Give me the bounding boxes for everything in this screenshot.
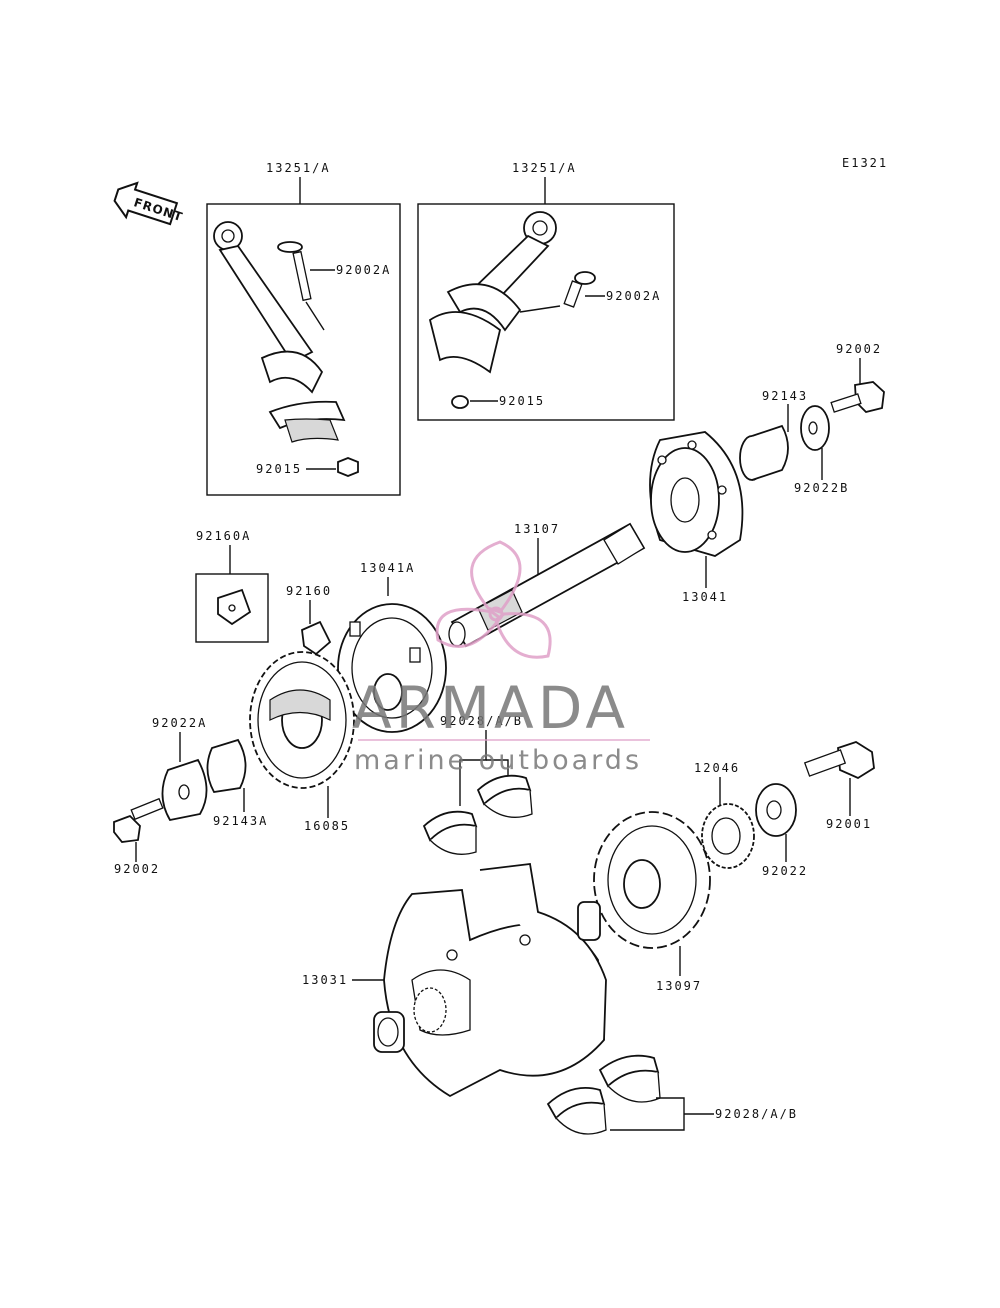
diagram-id: E1321 bbox=[842, 156, 888, 170]
collar-92143a bbox=[206, 738, 247, 793]
armada-watermark: ARMADA marine outboards bbox=[352, 540, 650, 776]
conrod-bolt-right bbox=[563, 271, 596, 308]
label-13031: 13031 bbox=[302, 973, 348, 987]
label-92143a: 92143A bbox=[213, 814, 268, 828]
connecting-rod-left bbox=[213, 221, 324, 394]
label-13097: 13097 bbox=[656, 979, 702, 993]
conrod-box-left bbox=[206, 203, 401, 496]
damper-92160a bbox=[217, 588, 252, 626]
label-92028ab-mid: 92028/A/B bbox=[440, 714, 523, 728]
bearing-shell-bottom-right bbox=[598, 1054, 661, 1103]
gear-12046 bbox=[701, 803, 755, 869]
label-92015-right: 92015 bbox=[499, 394, 545, 408]
bearing-shell-bottom-left bbox=[546, 1086, 607, 1135]
label-12046: 12046 bbox=[694, 761, 740, 775]
bolt-92001 bbox=[803, 741, 875, 780]
propeller-logo-icon bbox=[435, 540, 552, 659]
label-92022a: 92022A bbox=[152, 716, 207, 730]
washer-92022a bbox=[161, 758, 208, 822]
label-16085: 16085 bbox=[304, 819, 350, 833]
label-13107: 13107 bbox=[514, 522, 560, 536]
label-92002-top: 92002 bbox=[836, 342, 882, 356]
collar-92143 bbox=[739, 424, 789, 481]
conrod-box-right bbox=[417, 203, 675, 421]
bolt-92002-top bbox=[830, 381, 885, 413]
conrod-nut-right bbox=[451, 395, 469, 409]
crankshaft-13031 bbox=[373, 863, 607, 1098]
label-92002-bottom: 92002 bbox=[114, 862, 160, 876]
label-92160a: 92160A bbox=[196, 529, 251, 543]
damper-box bbox=[195, 573, 269, 643]
bolt-92002-bottom bbox=[113, 797, 164, 843]
watermark-brand: ARMADA bbox=[352, 674, 629, 742]
conrod-cap-left bbox=[268, 400, 346, 443]
label-92028ab-bottom: 92028/A/B bbox=[715, 1107, 798, 1121]
washer-92022 bbox=[755, 783, 797, 837]
connecting-rod-right bbox=[428, 211, 557, 374]
gear-16085 bbox=[249, 651, 355, 789]
bearing-shell-mid-right bbox=[476, 774, 533, 818]
label-92002a-left: 92002A bbox=[336, 263, 391, 277]
conrod-nut-left bbox=[337, 457, 359, 477]
label-92022b: 92022B bbox=[794, 481, 849, 495]
damper-housing-13041a bbox=[337, 603, 447, 733]
conrod-bolt-left bbox=[277, 241, 312, 302]
damper-92160 bbox=[301, 620, 332, 656]
washer-92022b bbox=[800, 405, 830, 451]
front-direction-arrow-icon: FRONT bbox=[113, 181, 185, 226]
bearing-shell-mid-left bbox=[422, 810, 478, 855]
label-92002a-right: 92002A bbox=[606, 289, 661, 303]
coupling-13041 bbox=[649, 431, 744, 557]
label-13251a-left: 13251/A bbox=[266, 161, 331, 175]
label-13041: 13041 bbox=[682, 590, 728, 604]
label-92022: 92022 bbox=[762, 864, 808, 878]
watermark-tagline: marine outboards bbox=[354, 745, 642, 776]
label-92001: 92001 bbox=[826, 817, 872, 831]
label-13251a-right: 13251/A bbox=[512, 161, 577, 175]
label-92160: 92160 bbox=[286, 584, 332, 598]
label-92143: 92143 bbox=[762, 389, 808, 403]
label-13041a: 13041A bbox=[360, 561, 415, 575]
label-92015-left: 92015 bbox=[256, 462, 302, 476]
sprocket-13097 bbox=[593, 811, 711, 949]
